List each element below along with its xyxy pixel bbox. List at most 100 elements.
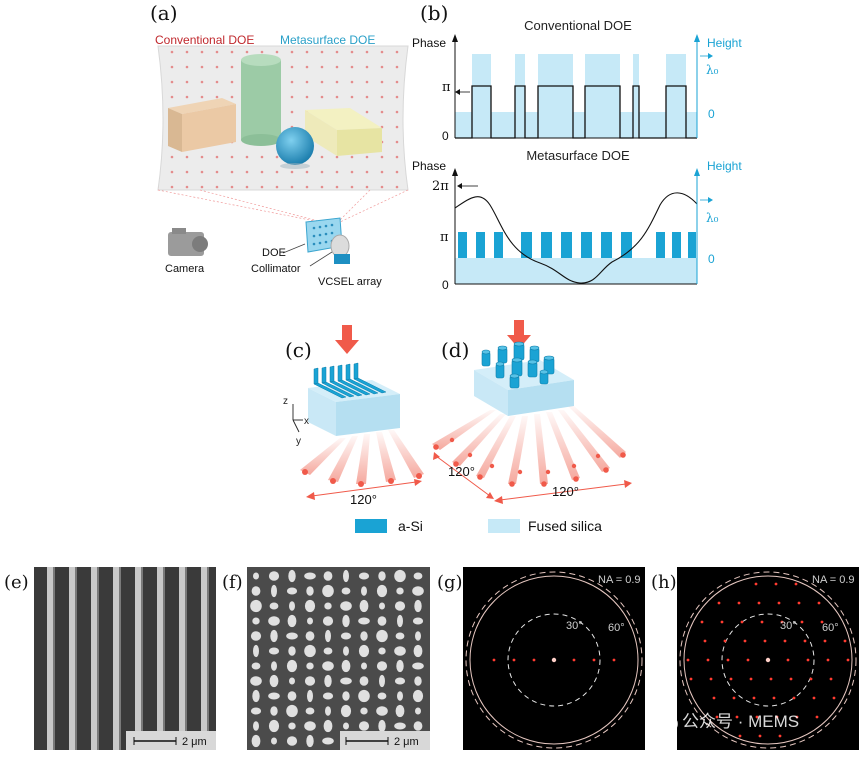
diffraction-spot (737, 601, 741, 605)
sem-pillar (394, 601, 406, 611)
horizon-circle-g (465, 571, 643, 749)
diffraction-spot (740, 620, 744, 624)
sem-pillar (323, 571, 333, 581)
panel-g: (g) NA = 0.9 30° 60° (437, 567, 645, 750)
sem-pillar (412, 662, 424, 670)
diffraction-spot (792, 696, 796, 700)
sem-pillar (252, 689, 260, 703)
diffraction-spot (780, 620, 784, 624)
metasurface-title: Metasurface DOE (526, 148, 630, 163)
sem-pillar (377, 692, 387, 700)
diffraction-spot (800, 620, 804, 624)
diffraction-spot (806, 658, 810, 662)
sem-pillar (378, 719, 386, 733)
camera-label: Camera (165, 263, 205, 275)
doe-label: DOE (262, 247, 286, 259)
sem-pillar (322, 692, 334, 700)
sem-pillar (358, 689, 370, 703)
sem-pillar (358, 572, 370, 580)
sem-pillars (250, 569, 424, 748)
sem-pillar (305, 707, 315, 715)
top-height-zero-tick: 0 (708, 107, 715, 121)
sem-pillar (358, 644, 370, 658)
bottom-pillars (458, 232, 696, 258)
na-label-h: NA = 0.9 (812, 574, 855, 586)
sem-pillar (376, 661, 388, 671)
spots-d (433, 437, 626, 487)
diffraction-spot (752, 696, 756, 700)
sem-pillar (325, 629, 331, 643)
metasurface-block (474, 341, 574, 416)
sem-pillar (268, 616, 280, 626)
metasurface-doe-label: Metasurface DOE (280, 33, 375, 47)
sem-pillar (396, 587, 404, 595)
sem-pillar (413, 572, 423, 580)
axis-y: y (296, 436, 301, 447)
vcsel-label: VCSEL array (318, 276, 382, 288)
diffraction-spot (820, 620, 824, 624)
circle-30-g (507, 613, 601, 707)
legend-asi-label: a-Si (398, 518, 423, 534)
diffraction-spot (760, 620, 764, 624)
panel-d: (d) (432, 320, 632, 504)
diffraction-spot (803, 639, 807, 643)
sem-pillar (395, 632, 405, 640)
sem-pillar (340, 704, 352, 718)
diffraction-spot (755, 715, 759, 719)
diffraction-spot (757, 601, 761, 605)
sem-pillar (270, 629, 278, 643)
sem-pillar (324, 602, 332, 610)
diffraction-spot (812, 696, 816, 700)
diffraction-spot (717, 601, 721, 605)
top-lambda-tick: λ₀ (706, 63, 719, 77)
sem-pillar (289, 677, 295, 685)
panel-label-g: (g) (437, 572, 463, 593)
sem-pillar (378, 571, 386, 581)
sem-pillar (340, 632, 352, 640)
sem-pillar (307, 617, 313, 625)
sem-pillar (397, 691, 403, 701)
diffraction-spot (712, 696, 716, 700)
sem-pillar (288, 722, 296, 730)
sem-pillar (325, 706, 331, 716)
sem-pillar (250, 631, 262, 641)
sem-pillar (376, 584, 388, 598)
legend-asi-swatch (355, 519, 387, 533)
sem-pillar (271, 737, 277, 745)
sphere-shadow (280, 163, 310, 169)
diffraction-spot (832, 696, 836, 700)
sem-pillar (253, 572, 259, 580)
sem-pillar (394, 722, 406, 730)
sem-pillar (271, 584, 277, 598)
sem-pillar (412, 586, 424, 596)
sem-pillar (288, 569, 296, 583)
sem-pillar (287, 691, 297, 701)
sem-pillar (412, 689, 424, 703)
sem-pillar (415, 707, 421, 715)
panel-e: (e) 2 μm (4, 567, 216, 750)
diffraction-spot (758, 734, 762, 738)
sem-pillar (343, 569, 349, 583)
sem-pillar (251, 662, 261, 670)
bottom-phase-label: Phase (412, 159, 446, 173)
diffraction-spot (686, 658, 690, 662)
sem-pillar (286, 587, 298, 595)
sem-pillar (395, 704, 405, 718)
sem-pillar (322, 661, 334, 671)
watermark-text: 公众号 · MEMS (682, 712, 799, 731)
na-circle-h (683, 575, 853, 745)
sem-pillar (306, 734, 314, 748)
sem-pillar (252, 617, 260, 625)
green-cylinder (241, 54, 281, 146)
sem-pillar (394, 677, 406, 685)
yellow-box (305, 108, 382, 156)
diffraction-spot (775, 715, 779, 719)
diffraction-spot (746, 658, 750, 662)
sem-pillar (379, 602, 385, 610)
diffraction-spot (774, 582, 778, 586)
sem-pillar (322, 616, 334, 626)
sem-pillar (342, 614, 350, 628)
diffraction-spot (826, 658, 830, 662)
top-substrate (455, 112, 697, 138)
